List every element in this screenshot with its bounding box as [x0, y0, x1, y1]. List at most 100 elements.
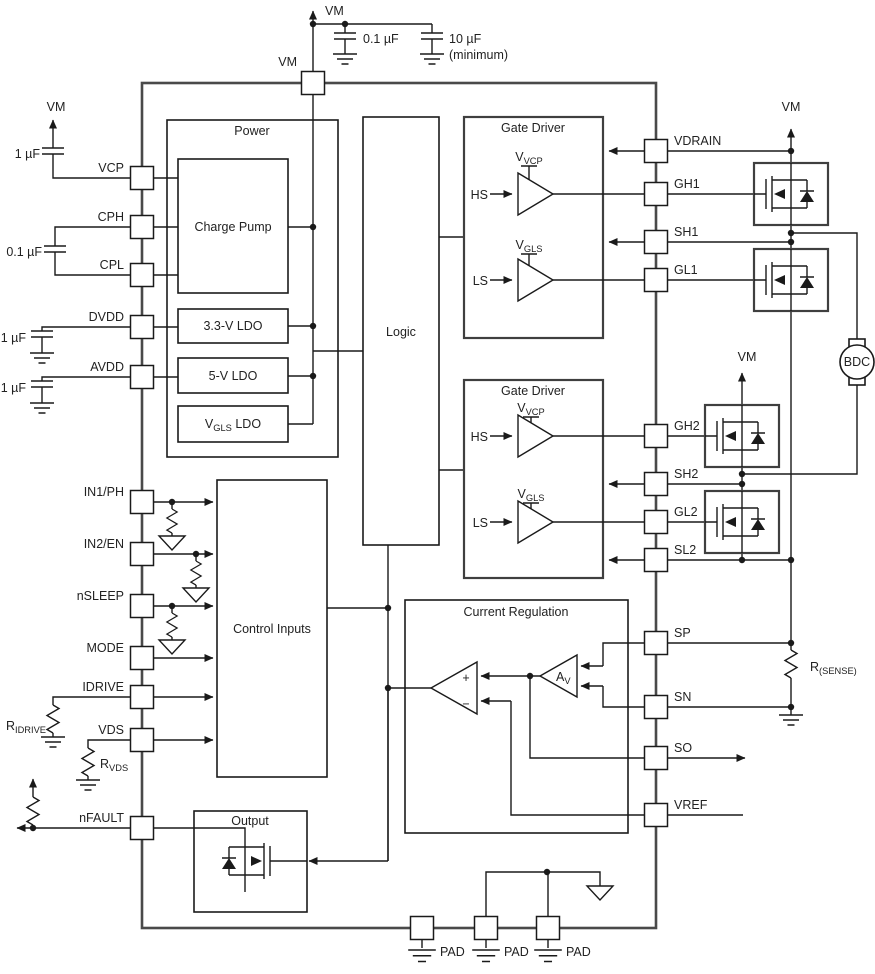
- internal-ground-symbol: [586, 885, 614, 901]
- pad-2-label: PAD: [504, 945, 529, 959]
- pin-gh2-label: GH2: [674, 419, 700, 433]
- ground-symbol: [419, 53, 445, 65]
- pin-gh1-label: GH1: [674, 177, 700, 191]
- cap-01uf-label: 0.1 µF: [363, 32, 399, 46]
- pin-sh2-label: SH2: [674, 467, 698, 481]
- nfault-pullup-circuit: [16, 778, 131, 832]
- pin-pad-3: [535, 915, 561, 941]
- gate-driver-1-block: Gate Driver VVCP HS VGLS LS: [462, 115, 645, 340]
- pin-vds: [129, 727, 155, 753]
- pin-sn: [643, 694, 669, 720]
- pin-in2-label: IN2/EN: [84, 537, 124, 551]
- pin-gl2: [643, 509, 669, 535]
- pin-cph-label: CPH: [98, 210, 124, 224]
- power-title: Power: [234, 124, 269, 138]
- cap-dvdd-label: 1 µF: [1, 331, 27, 345]
- pad-1-label: PAD: [440, 945, 465, 959]
- pin-gl2-label: GL2: [674, 505, 698, 519]
- pin-sn-label: SN: [674, 690, 691, 704]
- vm-supply-circuit: VM 0.1 µF 10 µF (minimum) VM: [278, 4, 508, 96]
- pin-dvdd: [129, 314, 155, 340]
- cap-vcp-label: 1 µF: [15, 147, 41, 161]
- r-vds-label: RVDS: [100, 757, 128, 773]
- pin-nsleep: [129, 593, 155, 619]
- pin-pad-2: [473, 915, 499, 941]
- half-bridge-1: VM: [667, 100, 858, 643]
- pad-ground-circuit: PAD PAD PAD: [407, 868, 614, 963]
- vvcp-label-1: VVCP: [515, 150, 542, 166]
- pin-sp: [643, 630, 669, 656]
- comparator-plus: +: [462, 671, 469, 685]
- pin-so-label: SO: [674, 741, 692, 755]
- pin-nfault-label: nFAULT: [79, 811, 124, 825]
- ground-symbol: [75, 779, 101, 791]
- gate-driver-2-title: Gate Driver: [501, 384, 565, 398]
- gate-driver-2-block: Gate Driver VVCP HS VGLS LS: [462, 378, 645, 580]
- vm-bridge1-label: VM: [782, 100, 801, 114]
- pin-gh2: [643, 423, 669, 449]
- vm-bridge2-label: VM: [738, 350, 757, 364]
- charge-pump-label: Charge Pump: [194, 220, 271, 234]
- ls-label-2: LS: [473, 516, 488, 530]
- ls-amp-2: [517, 499, 555, 545]
- pin-pad-1: [409, 915, 435, 941]
- pin-nsleep-label: nSLEEP: [77, 589, 124, 603]
- r-idrive-label: RIDRIVE: [6, 719, 46, 735]
- pin-avdd-label: AVDD: [90, 360, 124, 374]
- pin-vdrain-label: VDRAIN: [674, 134, 721, 148]
- gate-driver-1-title: Gate Driver: [501, 121, 565, 135]
- pin-sh1: [643, 229, 669, 255]
- comparator: [429, 660, 478, 716]
- vgls-label-2: VGLS: [518, 487, 545, 503]
- hs-amp-1: [517, 171, 555, 217]
- vvcp-label-2: VVCP: [517, 401, 544, 417]
- pin-vm-label: VM: [278, 55, 297, 69]
- pad-3-label: PAD: [566, 945, 591, 959]
- cap-avdd-label: 1 µF: [1, 381, 27, 395]
- vgls-ldo-block: [177, 405, 289, 443]
- flying-cap-circuit: 0.1 µF: [6, 226, 131, 276]
- pin-mode-label: MODE: [87, 641, 125, 655]
- hs-label-1: HS: [471, 188, 488, 202]
- avdd-cap-circuit: 1 µF: [1, 376, 131, 414]
- logic-block: Logic: [362, 116, 464, 861]
- charge-pump-block: [177, 158, 289, 294]
- pin-sl2-label: SL2: [674, 543, 696, 557]
- r-vds-circuit: RVDS: [75, 739, 131, 791]
- vgls-ldo-label: VGLS LDO: [205, 417, 261, 433]
- pin-vref: [643, 802, 669, 828]
- pin-vdrain: [643, 138, 669, 164]
- ldo33-label: 3.3-V LDO: [203, 319, 262, 333]
- ldo5-label: 5-V LDO: [209, 369, 258, 383]
- r-sense-label: R(SENSE): [810, 660, 857, 676]
- pin-vm: [300, 70, 326, 96]
- current-regulation-title: Current Regulation: [464, 605, 569, 619]
- output-block: Output: [153, 688, 389, 913]
- vgls-label-1: VGLS: [516, 238, 543, 254]
- pin-vref-label: VREF: [674, 798, 708, 812]
- pin-in2: [129, 541, 155, 567]
- pin-vds-label: VDS: [98, 723, 124, 737]
- left-pins: VCP CPH CPL DVDD AVDD IN1/PH IN2/EN nSLE…: [77, 161, 178, 841]
- logic-label: Logic: [386, 325, 416, 339]
- pin-gl1-label: GL1: [674, 263, 698, 277]
- cap-cp-label: 0.1 µF: [6, 245, 42, 259]
- av-amp: [538, 653, 578, 699]
- av-amp-label: AV: [556, 670, 571, 686]
- cap-10uf-label: 10 µF: [449, 32, 482, 46]
- pin-nfault: [129, 815, 155, 841]
- pin-vcp-label: VCP: [98, 161, 124, 175]
- vm-left-label: VM: [47, 100, 66, 114]
- bdc-motor: [839, 344, 875, 380]
- vm-top-label: VM: [325, 4, 344, 18]
- power-block: Power Charge Pump 3.3-V LDO 5-V LDO VGLS…: [166, 94, 363, 458]
- pin-cpl-label: CPL: [100, 258, 124, 272]
- pin-in1: [129, 489, 155, 515]
- r-idrive-circuit: RIDRIVE: [6, 696, 131, 748]
- pin-sh1-label: SH1: [674, 225, 698, 239]
- right-pins: VDRAIN GH1 SH1 GL1 GH2 SH2 GL2 SL2 SP SN…: [643, 134, 721, 828]
- vcp-cap-circuit: VM 1 µF: [15, 100, 131, 179]
- ground-symbol: [29, 352, 55, 364]
- hs-amp-2: [517, 413, 555, 459]
